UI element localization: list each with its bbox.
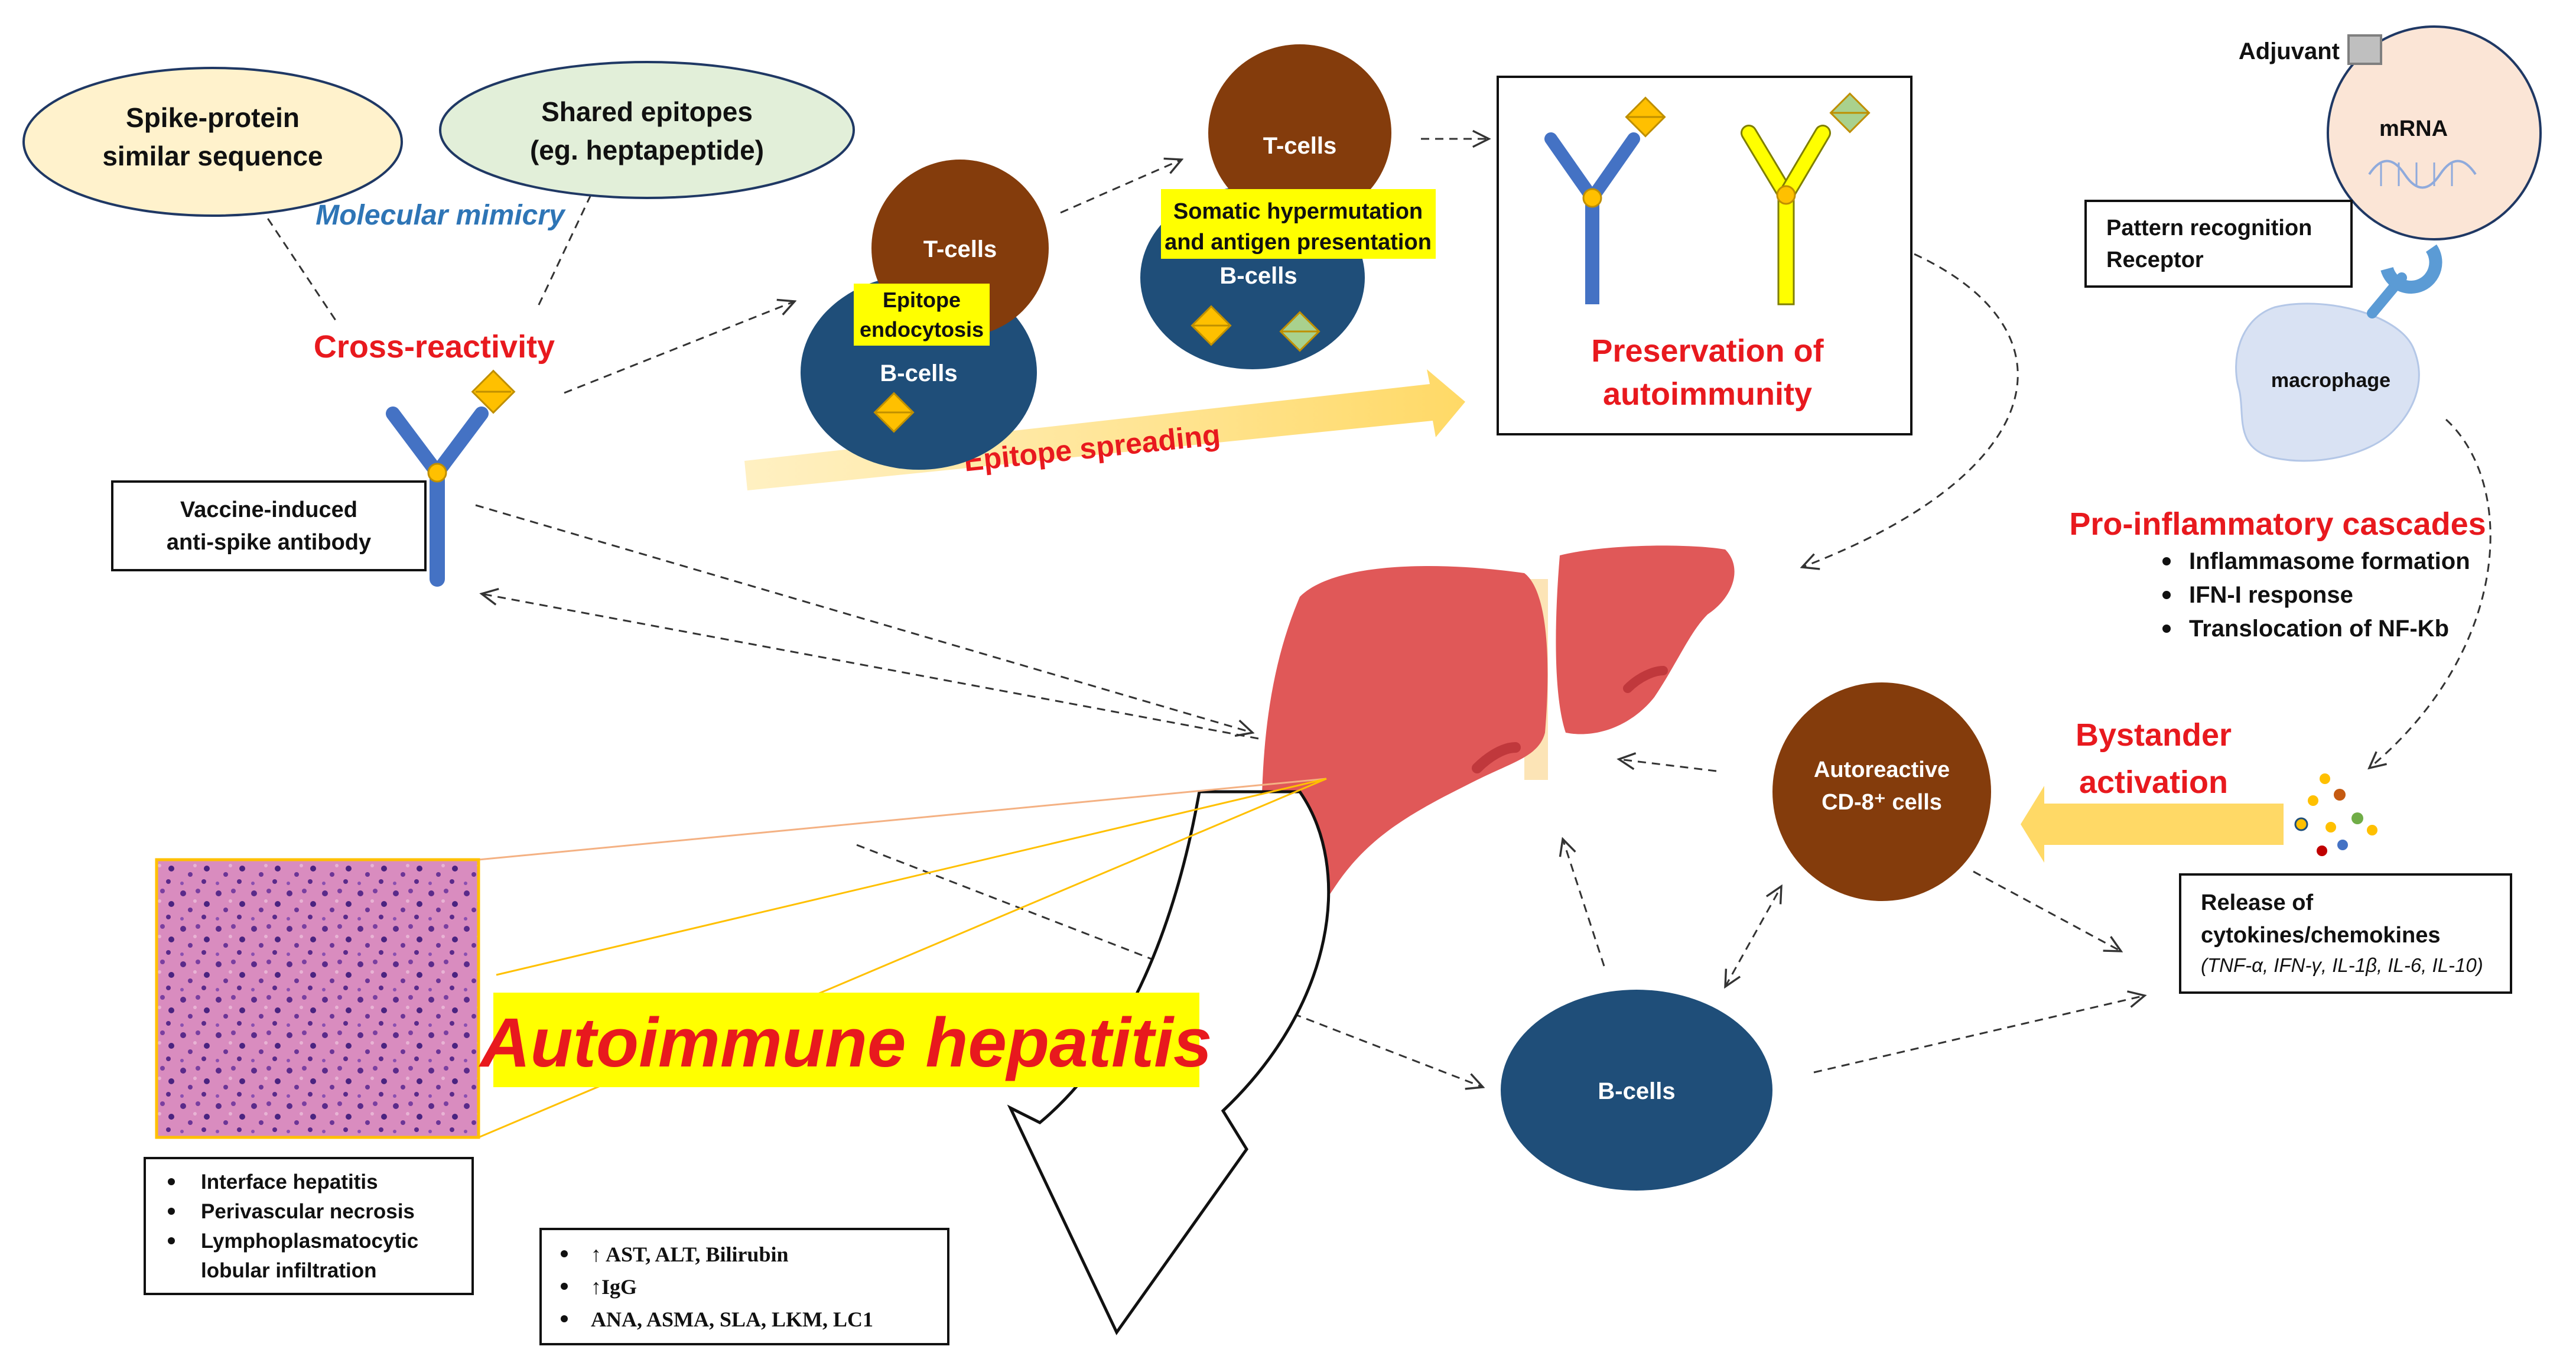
histology-item-4: lobular infiltration	[201, 1259, 376, 1282]
cytokines-label-2: cytokines/chemokines	[2201, 923, 2441, 948]
liver-illustration	[1261, 545, 1735, 934]
bystander-arrow	[2021, 786, 2284, 863]
lab-findings-list: ↑ AST, ALT, Bilirubin ↑IgG ANA, ASMA, SL…	[561, 1243, 873, 1331]
preservation-label-1: Preservation of	[1591, 333, 1824, 369]
cytokines-label-1: Release of	[2201, 890, 2313, 915]
somatic-hypermutation-highlight	[1161, 189, 1436, 259]
autoreactive-label-2: CD-8⁺ cells	[1822, 790, 1942, 815]
cross-reactivity-label: Cross-reactivity	[314, 329, 555, 365]
tcells-label-2: T-cells	[1263, 133, 1337, 159]
prr-label-2: Receptor	[2106, 248, 2204, 272]
histology-image	[155, 858, 480, 1139]
vaccine-antibody-label-2: anti-spike antibody	[167, 530, 371, 555]
connector-antibody-bcells	[564, 301, 795, 394]
bystander-label-2: activation	[2079, 765, 2228, 800]
connector-antibody-liver	[475, 504, 1253, 733]
cascade-item-2: IFN-I response	[2189, 582, 2353, 608]
adjuvant-icon	[2347, 34, 2382, 65]
autoreactive-cd8-circle	[1772, 682, 1991, 901]
preservation-label-2: autoimmunity	[1603, 376, 1812, 412]
cascades-title: Pro-inflammatory cascades	[2069, 506, 2486, 542]
histology-item-1: Interface hepatitis	[201, 1170, 378, 1194]
histology-findings-list: Interface hepatitis Perivascular necrosi…	[168, 1170, 418, 1282]
epitope-endocytosis-highlight	[854, 284, 990, 346]
autoreactive-label-1: Autoreactive	[1814, 757, 1950, 782]
receptor-cup-icon	[2380, 244, 2442, 294]
connector-shared-cross	[536, 194, 592, 308]
somatic-label-1: Somatic hypermutation	[1173, 199, 1423, 224]
cytokines-box	[2179, 873, 2512, 994]
histology-connector-mid	[496, 778, 1327, 976]
vaccine-antibody-box	[111, 480, 427, 571]
connector-liver-antibody	[482, 594, 1259, 740]
bcells-label-1: B-cells	[880, 360, 957, 386]
connector-bcells-autoreactive	[1725, 886, 1781, 987]
connector-autoreactive-cytokines	[1973, 870, 2121, 951]
vaccine-antibody-icon	[386, 369, 516, 587]
spike-label-2: similar sequence	[102, 141, 323, 171]
connector-autoreactive-liver	[1619, 759, 1717, 772]
cascade-item-1: Inflammasome formation	[2189, 548, 2470, 574]
cascade-item-3: Translocation of NF-Kb	[2189, 616, 2449, 642]
macrophage-label: macrophage	[2271, 369, 2390, 392]
mrna-bases-icon	[2380, 162, 2453, 186]
connector-spike-cross	[259, 206, 338, 323]
prr-box	[2084, 200, 2353, 288]
lab-item-1: ↑ AST, ALT, Bilirubin	[591, 1243, 789, 1266]
connector-bcells-bottom	[856, 844, 1483, 1087]
macrophage-cell	[2235, 303, 2420, 462]
histology-findings-box	[144, 1157, 474, 1295]
tcells-circle-2	[1208, 44, 1391, 222]
preservation-box	[1497, 76, 1913, 435]
lab-item-3: ANA, ASMA, SLA, LKM, LC1	[591, 1308, 873, 1331]
bystander-label-1: Bystander	[2076, 717, 2232, 753]
spike-label-1: Spike-protein	[126, 102, 300, 133]
vaccine-antibody-label-1: Vaccine-induced	[180, 497, 357, 522]
connector-macrophage-cytokines	[2369, 418, 2492, 768]
autoimmune-hepatitis-title: Autoimmune hepatitis	[478, 1004, 1212, 1082]
shared-label-2: (eg. heptapeptide)	[530, 135, 764, 165]
epitope-endocytosis-label-1: Epitope	[883, 288, 961, 312]
liver-left-lobe	[1261, 566, 1548, 934]
bcells-label-2: B-cells	[1219, 263, 1297, 289]
prr-label-1: Pattern recognition	[2106, 216, 2312, 240]
adjuvant-label: Adjuvant	[2239, 38, 2340, 64]
shared-epitopes-ellipse	[439, 61, 855, 199]
bcells-circle-3	[1501, 990, 1772, 1191]
molecular-mimicry-label: Molecular mimicry	[316, 200, 566, 231]
histology-item-3: Lymphoplasmatocytic	[201, 1230, 418, 1253]
somatic-label-2: and antigen presentation	[1165, 230, 1432, 255]
lab-findings-box	[539, 1228, 949, 1345]
yellow-antibody-icon	[1741, 92, 1871, 305]
tcells-label-1: T-cells	[923, 236, 997, 262]
spike-protein-ellipse	[22, 67, 403, 217]
connector-bcells-cytokines	[1813, 996, 2145, 1074]
liver-right-lobe	[1556, 545, 1735, 734]
epitope-endocytosis-label-2: endocytosis	[860, 317, 984, 342]
connector-bcells-liver	[1563, 839, 1605, 967]
mrna-strand-icon	[2368, 160, 2477, 189]
mrna-label: mRNA	[2379, 116, 2448, 141]
connector-tcells-tcells	[1060, 160, 1182, 214]
blue-antibody-icon	[1544, 96, 1666, 304]
shared-label-1: Shared epitopes	[541, 96, 753, 127]
lab-item-2: ↑IgG	[591, 1275, 637, 1299]
title-highlight	[493, 993, 1199, 1087]
histology-item-2: Perivascular necrosis	[201, 1200, 415, 1223]
histology-connector-top	[478, 778, 1327, 861]
cytokine-particles-icon	[2294, 773, 2377, 856]
cytokines-list: (TNF-α, IFN-γ, IL-1β, IL-6, IL-10)	[2201, 954, 2483, 976]
bcells-label-3: B-cells	[1598, 1078, 1675, 1104]
connector-lines	[259, 139, 2492, 1087]
cascades-list: Inflammasome formation IFN-I response Tr…	[2162, 548, 2470, 642]
